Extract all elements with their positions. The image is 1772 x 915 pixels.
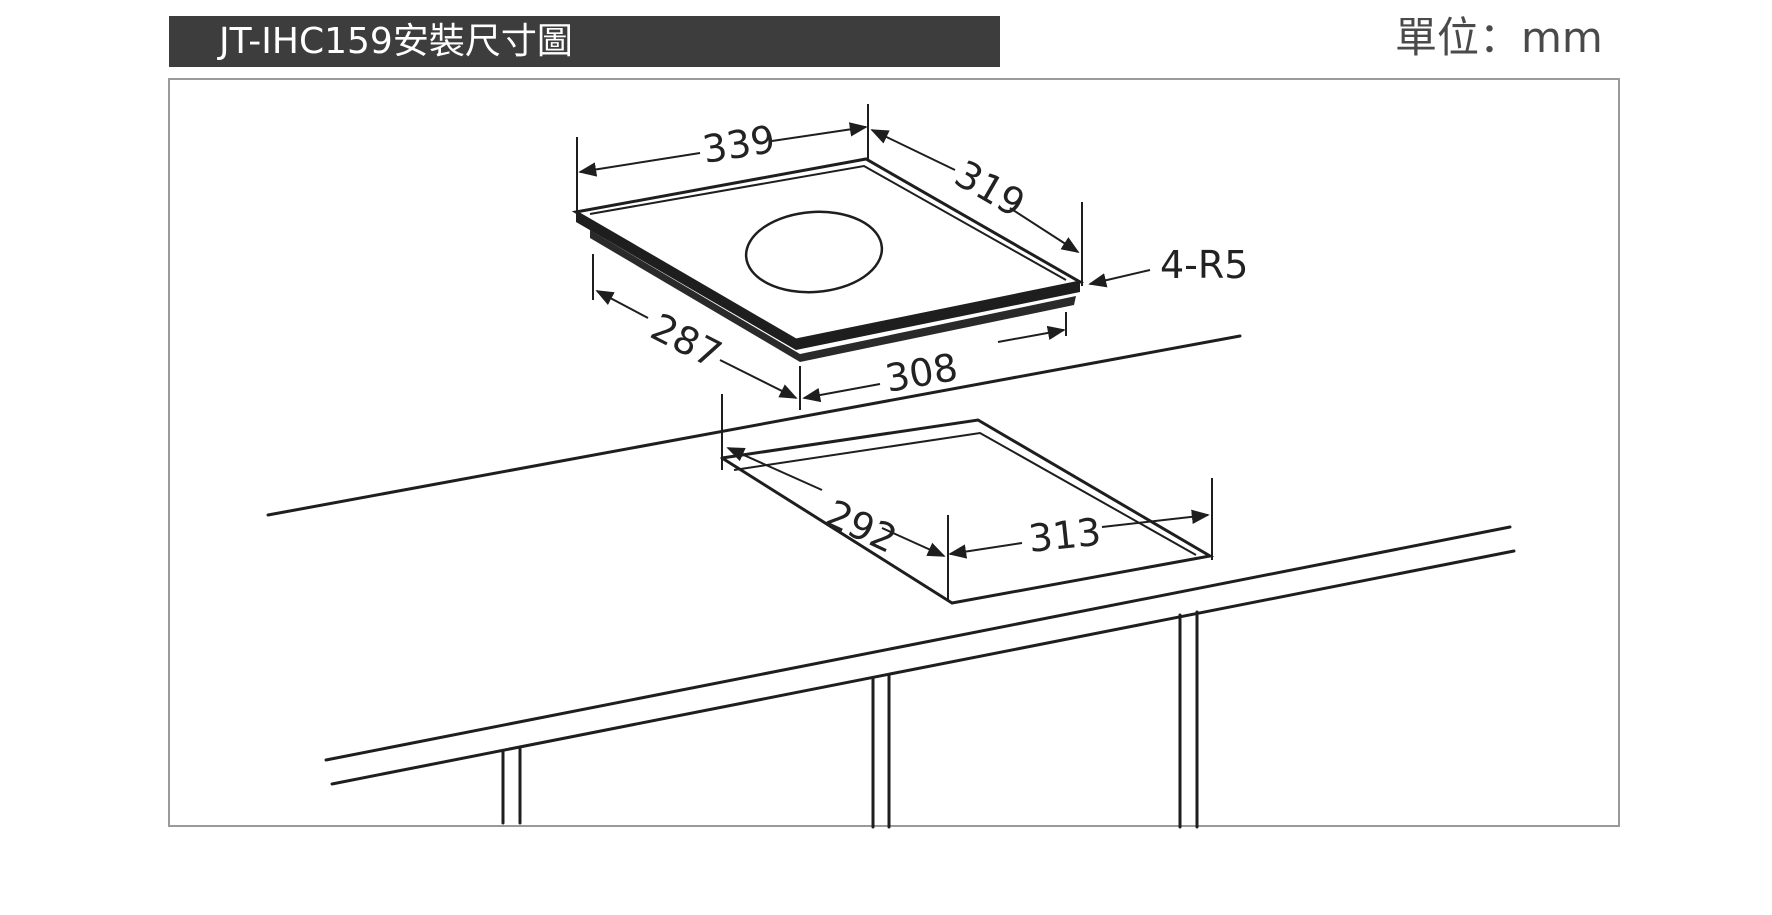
hob-body-lower (590, 230, 1076, 362)
diagram-title: JT-IHC159安裝尺寸圖 (219, 21, 573, 62)
cutout-depth-arrow-b (881, 527, 946, 557)
side-depth-arrow-a (595, 290, 649, 319)
countertop-front-edge-bottom (330, 549, 1516, 786)
side-depth-label: 287 (644, 305, 729, 377)
cutout-opening (720, 394, 1215, 605)
side-depth-arrow-b (719, 359, 798, 399)
hob-glass-bevel (589, 164, 1067, 281)
corner-radius-label: 4-R5 (1160, 243, 1248, 287)
cutout-depth-arrow-a (726, 447, 823, 491)
hob-body-edge (576, 212, 1080, 350)
cabinet-leg-right (1178, 610, 1199, 829)
cutout-inner-edge (733, 431, 1197, 556)
top-width-label: 339 (700, 117, 779, 172)
front-width-arrow-a (802, 383, 881, 403)
drawing-frame (168, 78, 1620, 827)
countertop (266, 334, 1516, 829)
diagram-title-bar: JT-IHC159安裝尺寸圖 (169, 16, 1000, 67)
countertop-back-edge (266, 334, 1242, 517)
cutout-depth-label: 292 (819, 491, 903, 562)
cutout-width-label: 313 (1026, 510, 1103, 561)
cabinet-leg-left (501, 747, 522, 825)
top-depth-arrow-a (870, 129, 956, 171)
cabinet-leg-middle (871, 674, 891, 829)
countertop-front-edge-top (324, 525, 1512, 762)
cutout-width-arrow-a (948, 542, 1023, 559)
cooking-zone-ring (744, 210, 884, 294)
cutout-width-arrow-b (1101, 509, 1210, 528)
corner-radius-arrow (1088, 269, 1151, 288)
induction-hob (571, 104, 1151, 410)
cutout-left-edge (720, 456, 954, 605)
unit-label: 單位：mm (1395, 13, 1603, 62)
cutout-outline (720, 418, 1215, 605)
top-width-arrow-b (771, 122, 868, 142)
front-width-arrow-b (997, 325, 1066, 343)
top-width-arrow-a (578, 152, 701, 177)
top-depth-arrow-b (1009, 207, 1080, 253)
front-width-label: 308 (882, 345, 961, 401)
